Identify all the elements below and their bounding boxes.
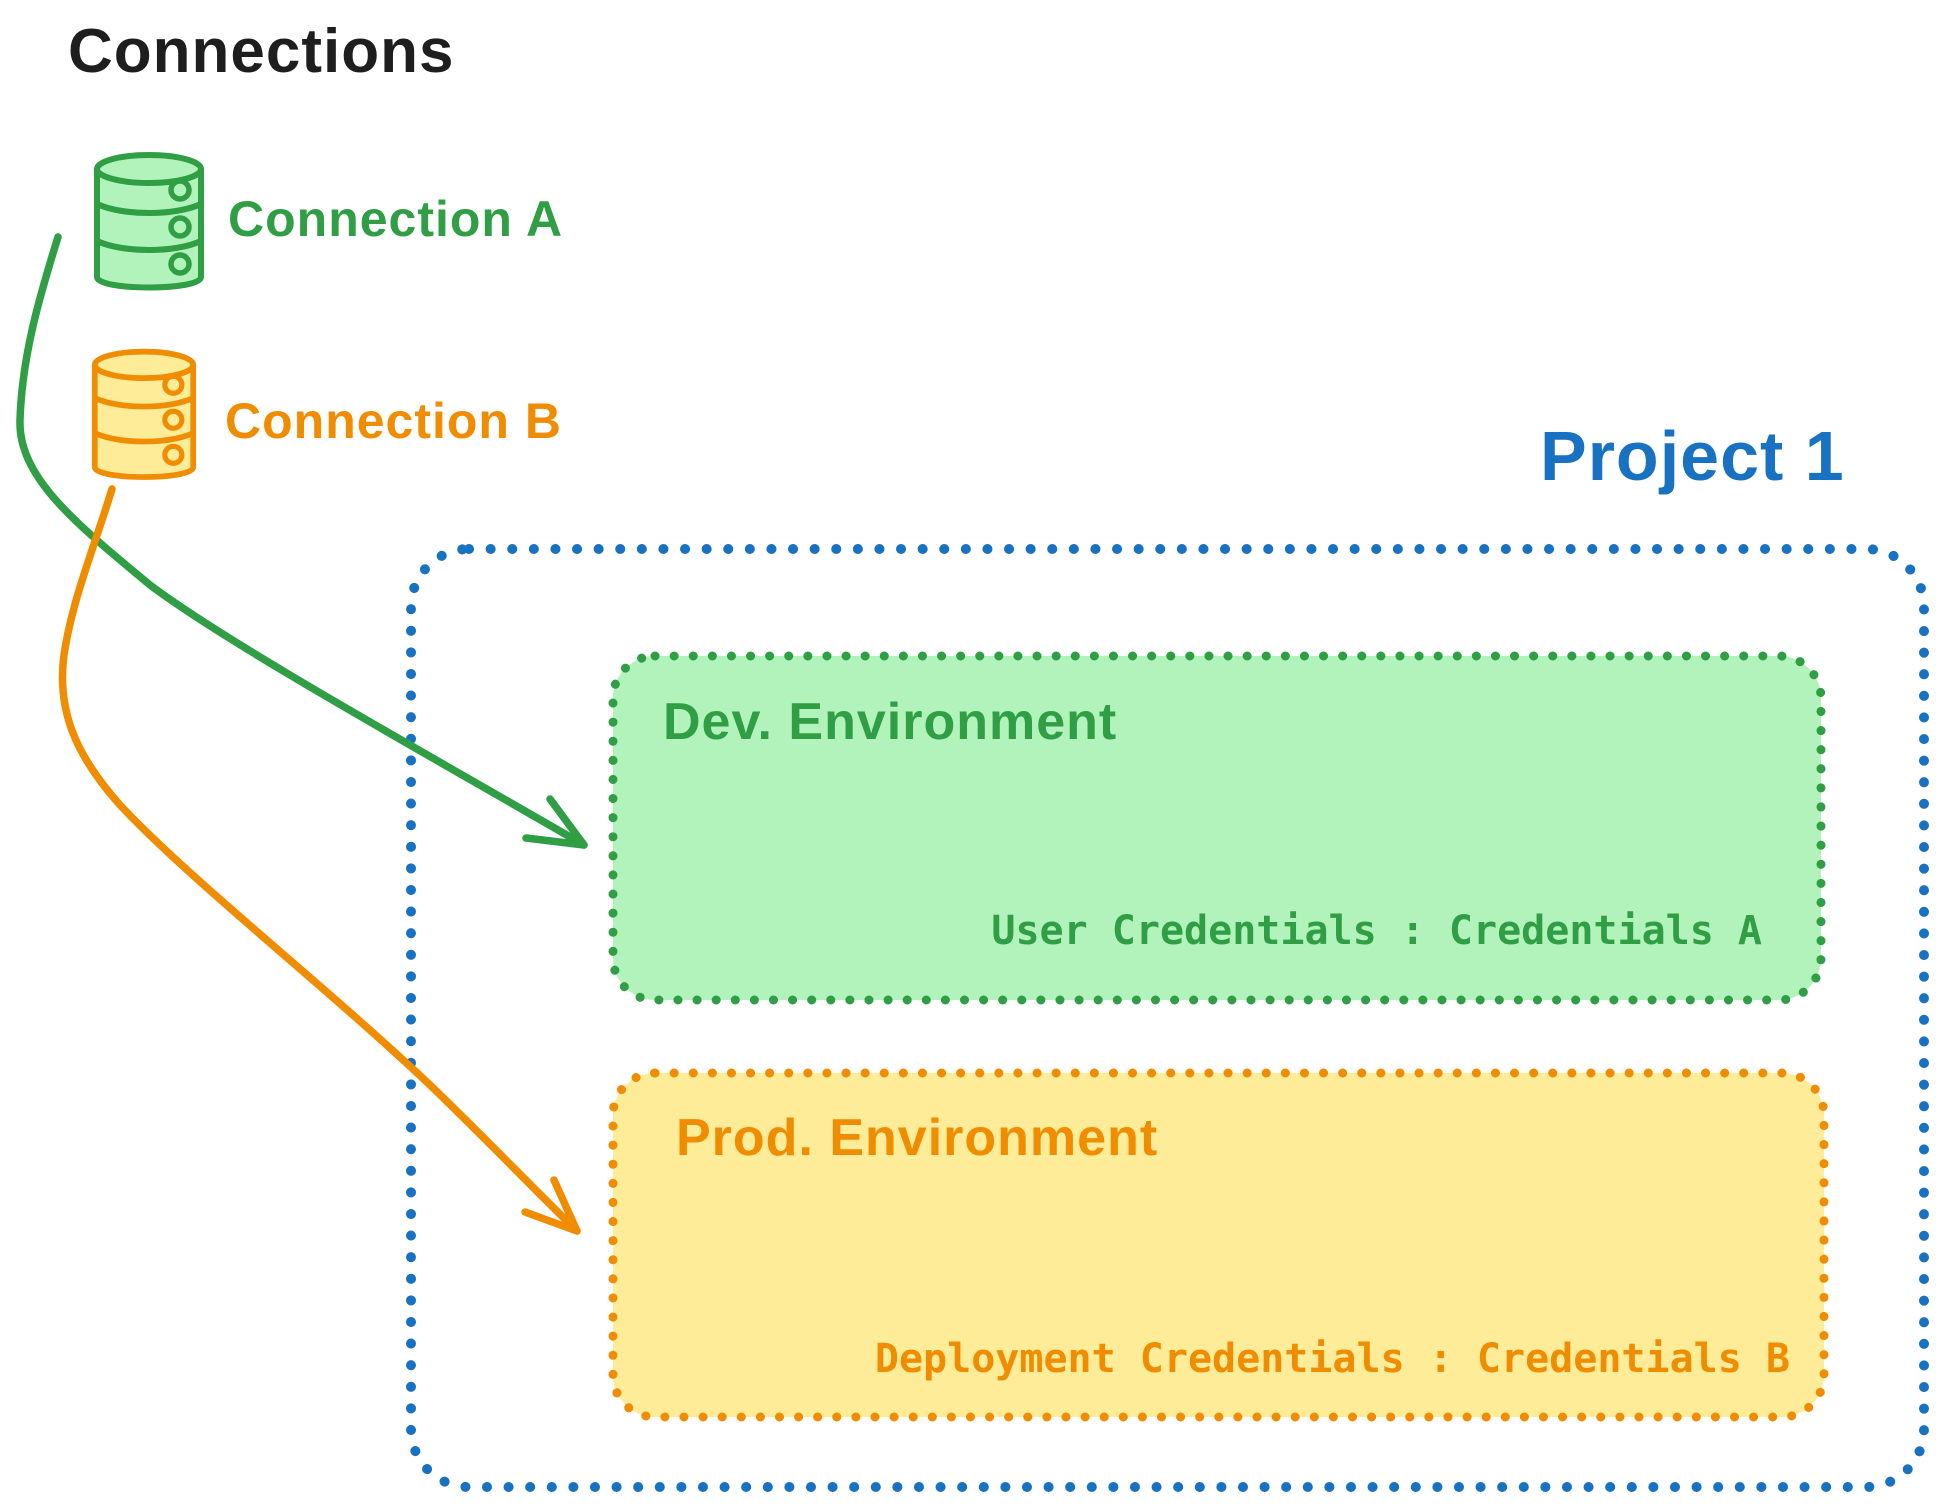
connection-a-arrow: [16, 233, 588, 849]
connection-b-arrowhead-icon: [521, 1176, 581, 1235]
database-icon: [91, 348, 197, 480]
database-icon: [94, 152, 204, 291]
dev-environment-box: [608, 651, 1826, 1005]
connection-a-label: Connection A: [228, 191, 564, 247]
dev-environment-title: Dev. Environment: [663, 693, 1118, 751]
connection-a-arrowhead-icon: [522, 795, 588, 849]
project-box: [406, 544, 1929, 1492]
connection-b-arrow: [58, 485, 581, 1235]
connection-a-item: [88, 148, 210, 303]
connection-b-label: Connection B: [225, 393, 562, 449]
prod-environment-title: Prod. Environment: [676, 1109, 1159, 1167]
project-title: Project 1: [1540, 417, 1845, 495]
diagram-title: Connections: [68, 17, 455, 86]
prod-environment-credentials: Deployment Credentials : Credentials B: [874, 1336, 1790, 1382]
prod-environment-box: [608, 1068, 1829, 1422]
connection-b-arrow-line: [58, 485, 581, 1235]
dev-environment-credentials: User Credentials : Credentials A: [991, 908, 1762, 954]
connection-a-arrow-line: [16, 233, 588, 849]
connection-b-item: [85, 345, 203, 492]
